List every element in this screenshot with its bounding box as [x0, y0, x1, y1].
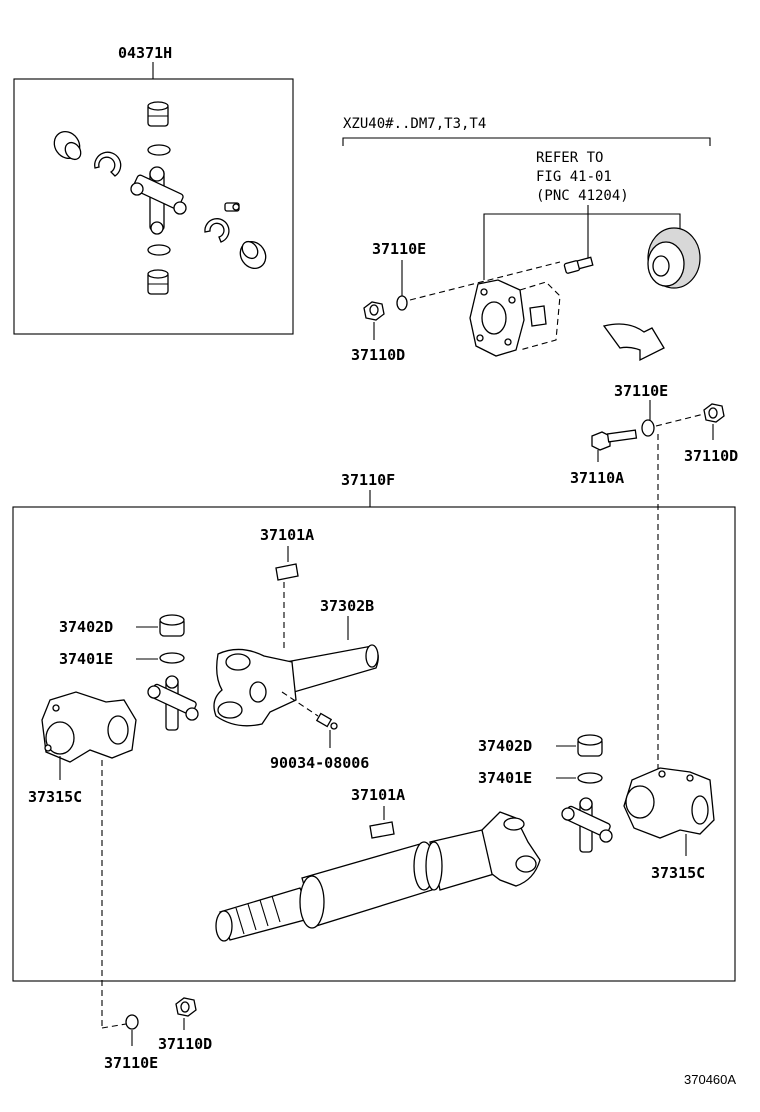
kit-box-04371h: 04371H: [13, 44, 294, 335]
propeller-shaft-icon: [215, 811, 541, 942]
top-flange-assembly: 37110E 37110D: [351, 240, 561, 364]
bottom-fasteners: 37110D 37110E: [104, 997, 212, 1072]
refer-line-3: (PNC 41204): [536, 188, 629, 204]
flange-yoke-icon: [623, 767, 715, 839]
label-37110e-bottom: 37110E: [104, 1054, 158, 1072]
sleeve-yoke-icon: [213, 644, 379, 727]
nut-icon: [703, 403, 725, 423]
diagram-id: 370460A: [684, 1072, 736, 1087]
label-37402d-left: 37402D: [59, 618, 113, 636]
label-90034-08006: 90034-08006: [270, 754, 369, 772]
label-37402d-right: 37402D: [478, 737, 532, 755]
flange-bolt-icon: [563, 256, 594, 274]
grease-fitting-icon: [315, 712, 338, 730]
nut-icon: [363, 301, 385, 321]
refer-line-2: FIG 41-01: [536, 169, 612, 185]
label-37101a-upper: 37101A: [260, 526, 314, 544]
snap-ring-icon: [204, 218, 230, 243]
balance-weight-icon: [369, 821, 395, 839]
nut-icon: [175, 997, 197, 1017]
balance-weight-icon: [275, 563, 299, 581]
lower-shaft-parts: 37101A: [215, 786, 541, 942]
label-37401e-left: 37401E: [59, 650, 113, 668]
model-applicability-note: XZU40#..DM7,T3,T4: [342, 116, 711, 146]
washer-icon: [396, 295, 408, 311]
washer-icon: [125, 1014, 139, 1030]
bearing-cup-icon: [239, 240, 267, 270]
snap-ring-icon: [159, 652, 185, 664]
washer-icon: [641, 419, 655, 437]
snap-ring-icon: [577, 772, 603, 784]
label-04371h: 04371H: [118, 44, 172, 62]
bearing-cup-icon: [577, 734, 603, 757]
mid-fasteners: 37110E 37110A 37110D: [570, 382, 738, 487]
label-37302b: 37302B: [320, 597, 374, 615]
snap-ring-icon: [147, 244, 171, 256]
right-joint-parts: 37402D 37401E 37315C: [478, 734, 715, 882]
propeller-shaft-assembly-box: 37110F: [12, 434, 736, 982]
snap-ring-icon: [147, 144, 171, 156]
label-37110e-mid: 37110E: [614, 382, 668, 400]
refer-line-1: REFER TO: [536, 150, 603, 166]
direction-arrow-icon: [602, 323, 665, 362]
companion-flange-icon: [647, 227, 701, 289]
universal-joint-spider-icon: [130, 166, 187, 235]
bearing-cup-icon: [147, 269, 169, 295]
label-37110d-top: 37110D: [351, 346, 405, 364]
bolt-icon: [591, 429, 638, 451]
label-37110a: 37110A: [570, 469, 624, 487]
label-37315c-right: 37315C: [651, 864, 705, 882]
bearing-cup-icon: [53, 130, 82, 161]
left-joint-parts: 37402D 37401E 37315C: [28, 614, 199, 1029]
label-37401e-right: 37401E: [478, 769, 532, 787]
grease-fitting-icon: [224, 202, 240, 212]
flange-yoke-icon: [41, 691, 137, 763]
universal-joint-spider-icon: [561, 797, 613, 853]
label-37110e-top: 37110E: [372, 240, 426, 258]
flange-yoke-icon: [469, 279, 561, 357]
label-37101a-lower: 37101A: [351, 786, 405, 804]
label-37315c-left: 37315C: [28, 788, 82, 806]
upper-shaft-parts: 37101A 37302B 90034-08006: [213, 526, 379, 772]
model-note-text: XZU40#..DM7,T3,T4: [343, 116, 486, 132]
universal-joint-spider-icon: [147, 675, 199, 731]
bearing-cup-icon: [159, 614, 185, 637]
label-37110d-bottom: 37110D: [158, 1035, 212, 1053]
snap-ring-icon: [94, 151, 122, 177]
label-37110f: 37110F: [341, 471, 395, 489]
bearing-cup-icon: [147, 101, 169, 127]
label-37110d-mid: 37110D: [684, 447, 738, 465]
reference-note: REFER TO FIG 41-01 (PNC 41204): [483, 150, 681, 280]
